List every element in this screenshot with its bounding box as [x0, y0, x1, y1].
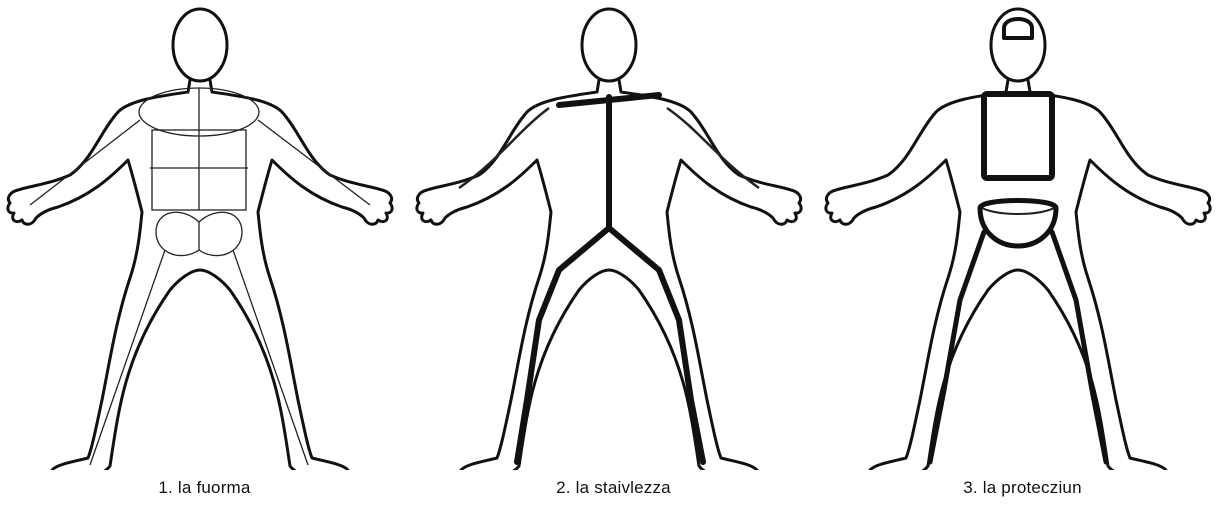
figure-stability-drawing [409, 0, 818, 470]
skull-box [1004, 19, 1032, 38]
caption-form: 1. la fuorma [0, 478, 409, 498]
figure-form: 1. la fuorma [0, 0, 409, 506]
figure-stability: 2. la staivlezza [409, 0, 818, 506]
figure-protection-drawing [818, 0, 1227, 470]
figure-form-drawing [0, 0, 409, 470]
pelvis-bowl [980, 201, 1056, 247]
skeleton-spine [517, 95, 703, 462]
caption-protection: 3. la protecziun [818, 478, 1227, 498]
figure-protection: 3. la protecziun [818, 0, 1227, 506]
body-outline [826, 9, 1210, 470]
body-outline [417, 9, 801, 470]
ribcage-box [984, 94, 1052, 178]
body-outline [8, 9, 392, 470]
caption-stability: 2. la staivlezza [409, 478, 818, 498]
